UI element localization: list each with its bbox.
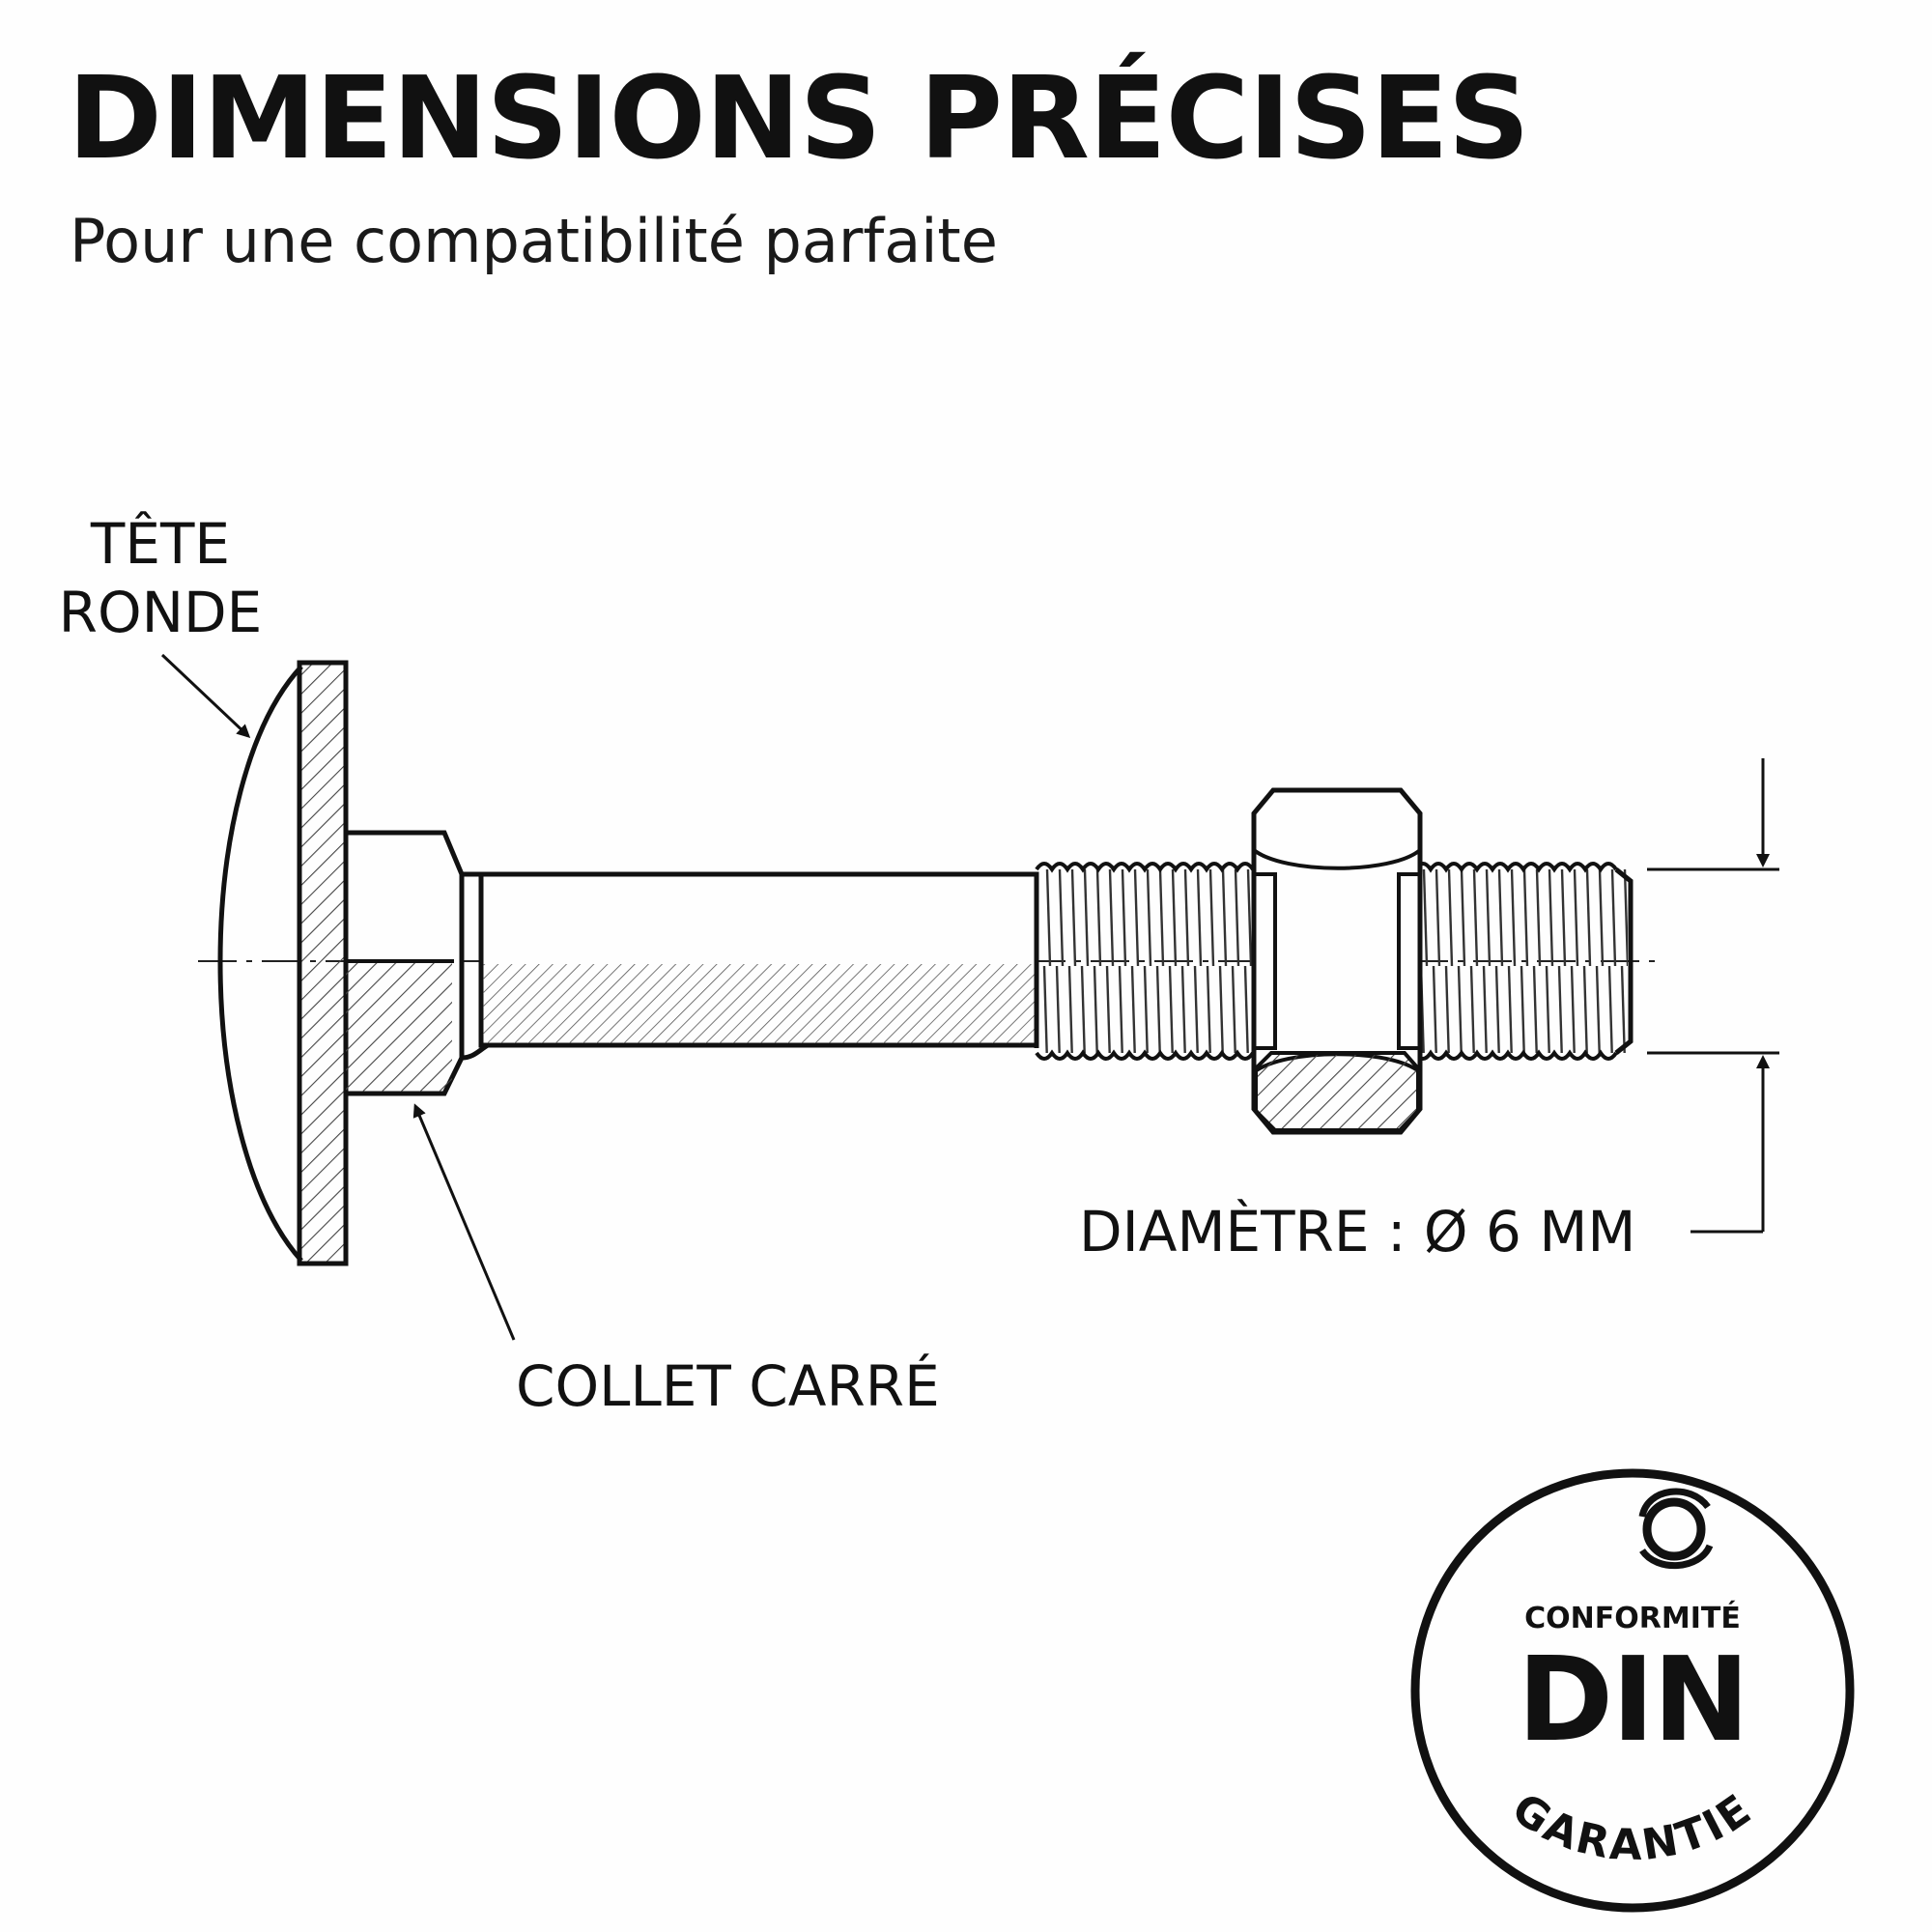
- thread-right: [1415, 869, 1628, 1053]
- thread-left: [1037, 869, 1254, 1053]
- swirl-logo-icon: [1638, 1488, 1714, 1569]
- round-head-label-line2: RONDE: [58, 579, 263, 645]
- hex-nut: [1251, 787, 1423, 1135]
- round-head-dome: [217, 665, 303, 1263]
- nut-hatched-section: [1254, 1051, 1420, 1132]
- square-collar-label: COLLET CARRÉ: [516, 1353, 940, 1419]
- badge-main-text: DIN: [1517, 1634, 1750, 1768]
- round-head-label: TÊTE RONDE: [54, 510, 267, 647]
- head-plate: [297, 660, 349, 1266]
- diameter-label: DIAMÈTRE : Ø 6 MM: [1079, 1199, 1636, 1264]
- shank-hatched-half: [483, 964, 1035, 1043]
- page-title: DIMENSIONS PRÉCISES: [68, 51, 1530, 185]
- din-badge-ring: [1410, 1468, 1855, 1913]
- head-leader-arrow: [160, 653, 251, 739]
- page-subtitle: Pour une compatibilité parfaite: [70, 206, 998, 276]
- badge-top-text: CONFORMITÉ: [1524, 1602, 1741, 1635]
- collar-hatched-half: [346, 961, 452, 1092]
- collar-leader-arrow: [412, 1103, 516, 1341]
- round-head-label-line1: TÊTE: [90, 511, 231, 577]
